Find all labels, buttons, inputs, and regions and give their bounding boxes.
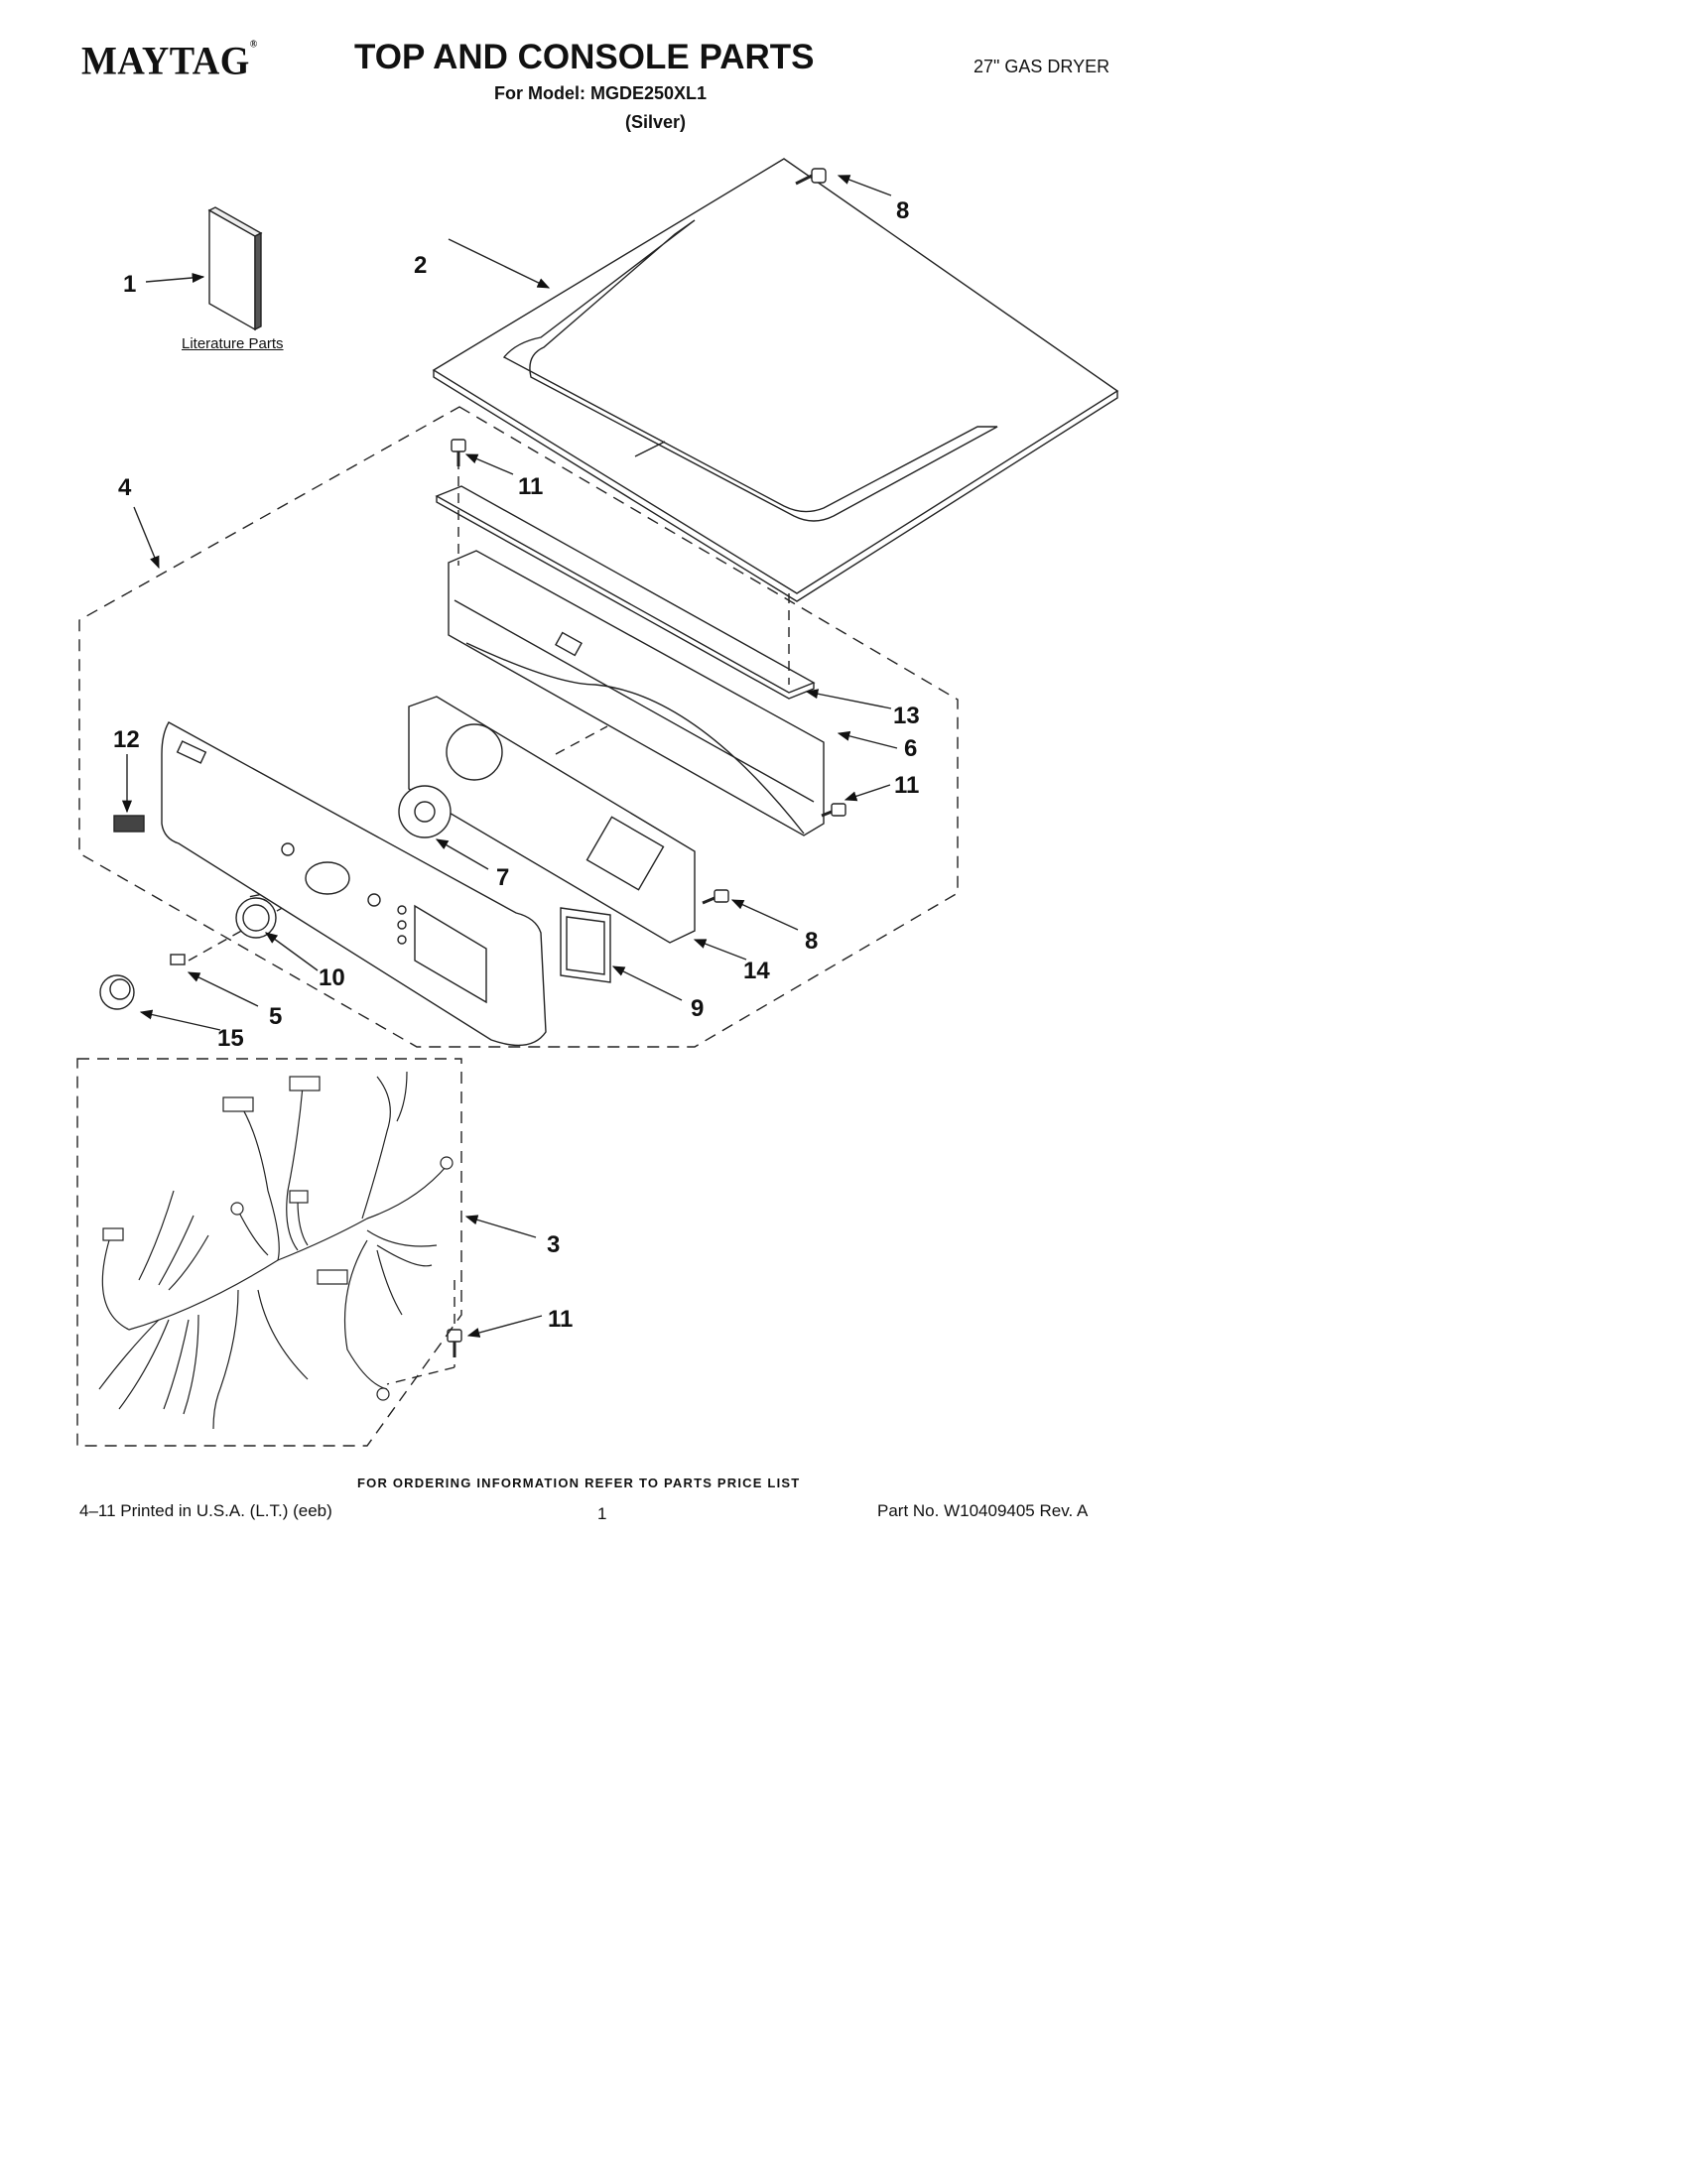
screw-part-8-right [702,889,729,905]
leader-3 [464,1215,537,1238]
console-panel-part [161,721,547,1047]
brand-logo: MAYTAG® [81,39,258,84]
exploded-parts-diagram: 1 2 3 4 5 6 7 8 8 9 10 11 11 11 12 13 14… [76,158,1119,1447]
page-number: 1 [597,1504,607,1523]
leader-11-bottom [466,1315,543,1338]
callout-8-top: 8 [896,197,909,224]
leader-10 [264,932,319,971]
leader-8-top [837,175,892,196]
console-assembly-boundary [78,406,959,1048]
top-panel-part [432,158,1119,602]
callout-13: 13 [893,703,920,729]
callout-4: 4 [118,474,132,501]
leader-2 [448,238,551,289]
callout-9: 9 [691,995,704,1022]
leader-9 [611,965,683,1001]
console-frame-part [448,550,825,836]
callout-1: 1 [123,271,136,298]
product-type: 27" GAS DRYER [974,57,1110,76]
leader-11-right [844,784,891,802]
callout-11-top: 11 [518,473,543,500]
print-info: 4–11 Printed in U.S.A. (L.T.) (eeb) [79,1501,332,1520]
clip-part [170,954,186,965]
leader-4 [133,506,160,570]
screw-part-11-bottom [447,1329,462,1357]
callout-11-right: 11 [894,772,919,799]
leader-11-top [464,453,514,475]
leader-1 [145,272,205,283]
leader-5 [187,971,259,1007]
bezel-ring-part [235,897,277,939]
leader-13 [805,689,892,709]
screw-part-11-top [451,439,466,466]
model-line: For Model: MGDE250XL1 [494,83,708,103]
callout-14: 14 [743,958,770,984]
callout-3: 3 [547,1231,560,1258]
brand-name: MAYTAG [81,39,250,84]
control-board-part [408,696,696,944]
literature-booklet-part [207,206,263,331]
ordering-note: FOR ORDERING INFORMATION REFER TO PARTS … [357,1476,801,1490]
light-pipe-part [113,815,145,833]
part-number: Part No. W10409405 Rev. A [877,1501,1089,1520]
screw-part-11-right [821,803,846,818]
knob-part [99,974,135,1010]
rail-bracket-part [435,485,816,700]
registered-mark: ® [249,38,258,51]
model-variant: (Silver) [625,112,687,132]
page-title: TOP AND CONSOLE PARTS [354,38,815,76]
leader-7 [435,838,489,870]
callout-8-right: 8 [805,928,818,955]
wire-harness-part [98,1071,454,1430]
callout-10: 10 [319,964,345,991]
callout-11-bottom: 11 [548,1306,573,1333]
literature-parts-label: Literature Parts [182,335,284,352]
leader-14 [693,939,747,961]
leader-6 [837,730,898,749]
callout-6: 6 [904,735,917,762]
callout-2: 2 [414,252,427,279]
callout-5: 5 [269,1003,282,1030]
leader-15 [139,1009,221,1031]
display-lens-part [560,907,611,983]
screw-part-8-top [795,168,827,186]
callout-12: 12 [113,726,140,753]
encoder-part [398,785,452,838]
wire-harness-boundary [76,1058,462,1447]
leader-8-right [730,899,799,931]
callout-7: 7 [496,864,509,891]
callout-15: 15 [217,1025,244,1052]
